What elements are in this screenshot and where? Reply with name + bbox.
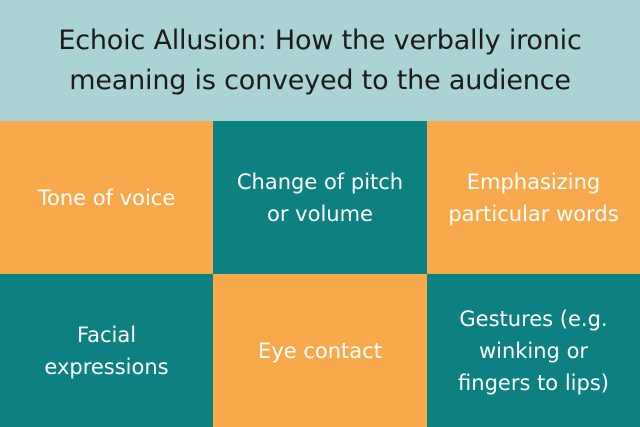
- title-line-1: Echoic Allusion: How the verbally ironic: [58, 24, 582, 56]
- cell-label-line: fingers to lips): [458, 370, 609, 395]
- title-line-2: meaning is conveyed to the audience: [69, 64, 571, 96]
- title-banner: Echoic Allusion: How the verbally ironic…: [0, 0, 640, 121]
- cell-facial-expressions: Facial expressions: [0, 274, 213, 427]
- cell-label-line: Change of pitch: [236, 169, 404, 194]
- method-grid: Tone of voice Change of pitch or volume …: [0, 121, 640, 427]
- cell-label-line: Eye contact: [258, 338, 382, 363]
- cell-label-line: or volume: [267, 201, 373, 226]
- cell-label-line: Tone of voice: [37, 185, 176, 210]
- cell-tone-of-voice: Tone of voice: [0, 121, 213, 274]
- cell-emphasizing-words: Emphasizing particular words: [427, 121, 640, 274]
- cell-label-line: Gestures (e.g.: [459, 306, 608, 331]
- cell-label-line: particular words: [448, 201, 619, 226]
- cell-change-of-pitch: Change of pitch or volume: [213, 121, 427, 274]
- cell-label-line: expressions: [44, 354, 169, 379]
- cell-gestures: Gestures (e.g. winking or fingers to lip…: [427, 274, 640, 427]
- cell-label-line: Emphasizing: [466, 169, 601, 194]
- cell-label-line: Facial: [76, 322, 137, 347]
- cell-label-line: winking or: [478, 338, 589, 363]
- cell-eye-contact: Eye contact: [213, 274, 427, 427]
